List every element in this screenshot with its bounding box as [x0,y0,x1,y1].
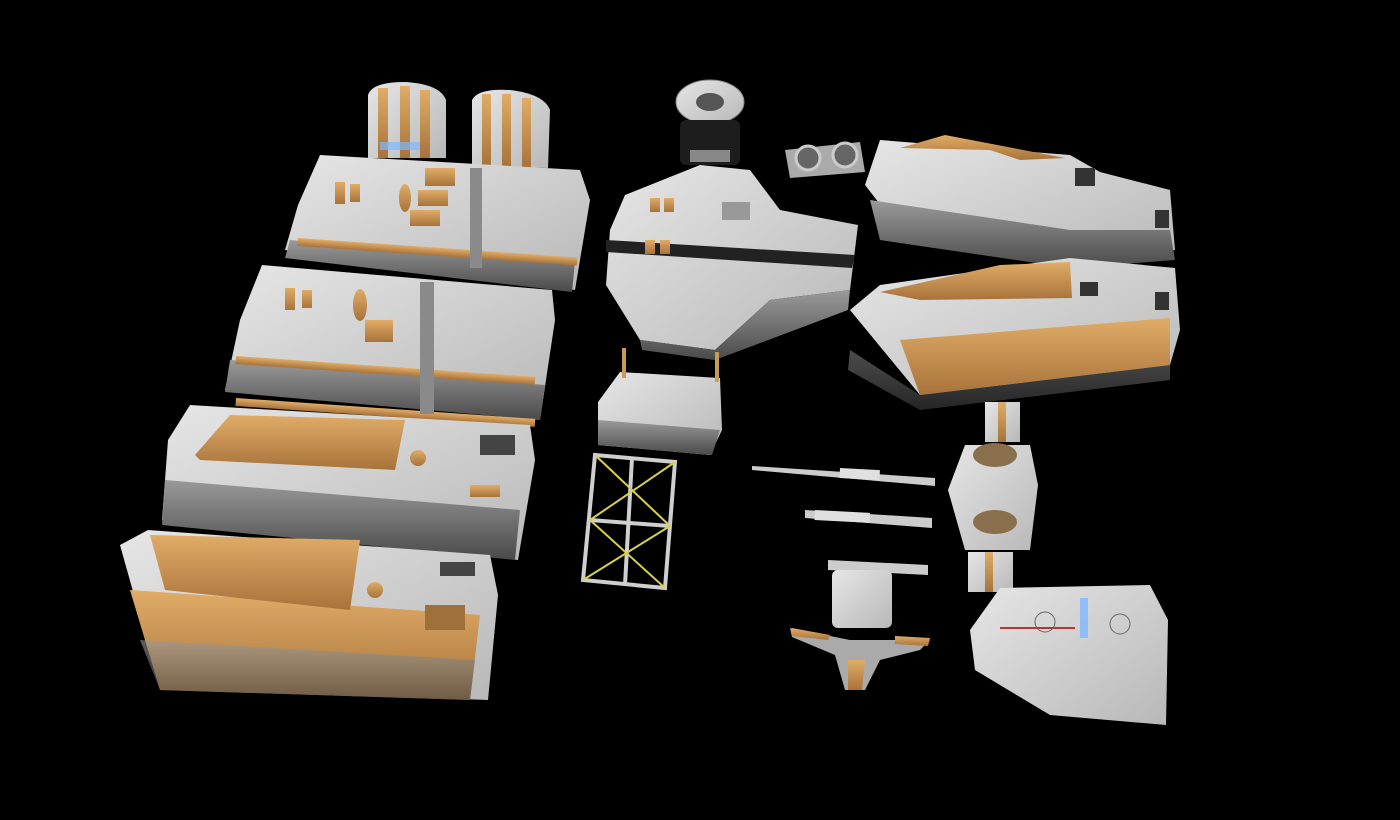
antenna-rod-1 [752,466,935,486]
canister-module-1 [368,82,446,158]
central-hull-section [606,165,858,360]
engine-hull-upper [865,135,1175,268]
cargo-module-3 [162,405,535,560]
docking-capsule [948,402,1038,592]
antenna-rod-2 [805,510,932,528]
engine-hull-lower [848,258,1180,410]
twin-nozzle-part [785,141,865,178]
truss-frame [580,452,678,591]
cargo-module-4 [120,530,498,700]
deck-platform [598,348,722,455]
cargo-module-1 [285,155,590,292]
cargo-module-2 [225,265,555,427]
command-nose-cone [970,585,1168,725]
lander-pod [790,570,930,690]
canister-module-2 [472,89,550,168]
dish-thruster [675,79,745,165]
